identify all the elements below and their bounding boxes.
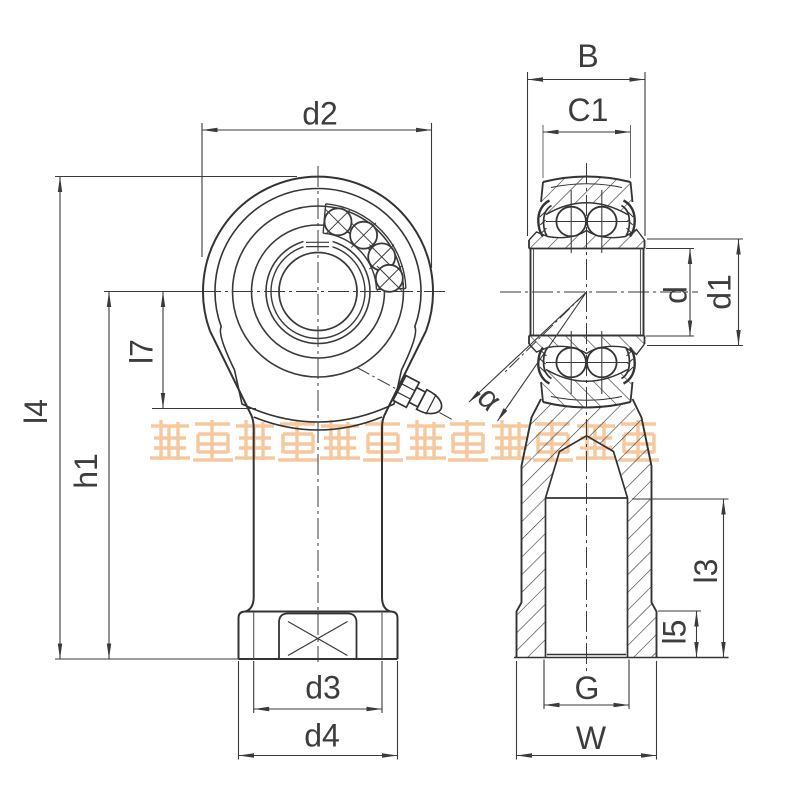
svg-text:l4: l4 [18,399,54,424]
svg-text:B: B [577,38,598,74]
svg-text:l3: l3 [688,559,724,584]
svg-text:d4: d4 [304,718,340,754]
svg-text:l5: l5 [657,620,693,645]
svg-text:C1: C1 [568,92,609,128]
svg-text:d2: d2 [302,96,338,132]
svg-text:h1: h1 [68,453,104,489]
svg-text:l7: l7 [124,339,160,364]
svg-text:d3: d3 [305,670,341,706]
svg-text:G: G [575,670,600,706]
svg-text:d: d [658,286,694,304]
svg-text:d1: d1 [702,274,738,310]
svg-text:W: W [576,720,607,756]
